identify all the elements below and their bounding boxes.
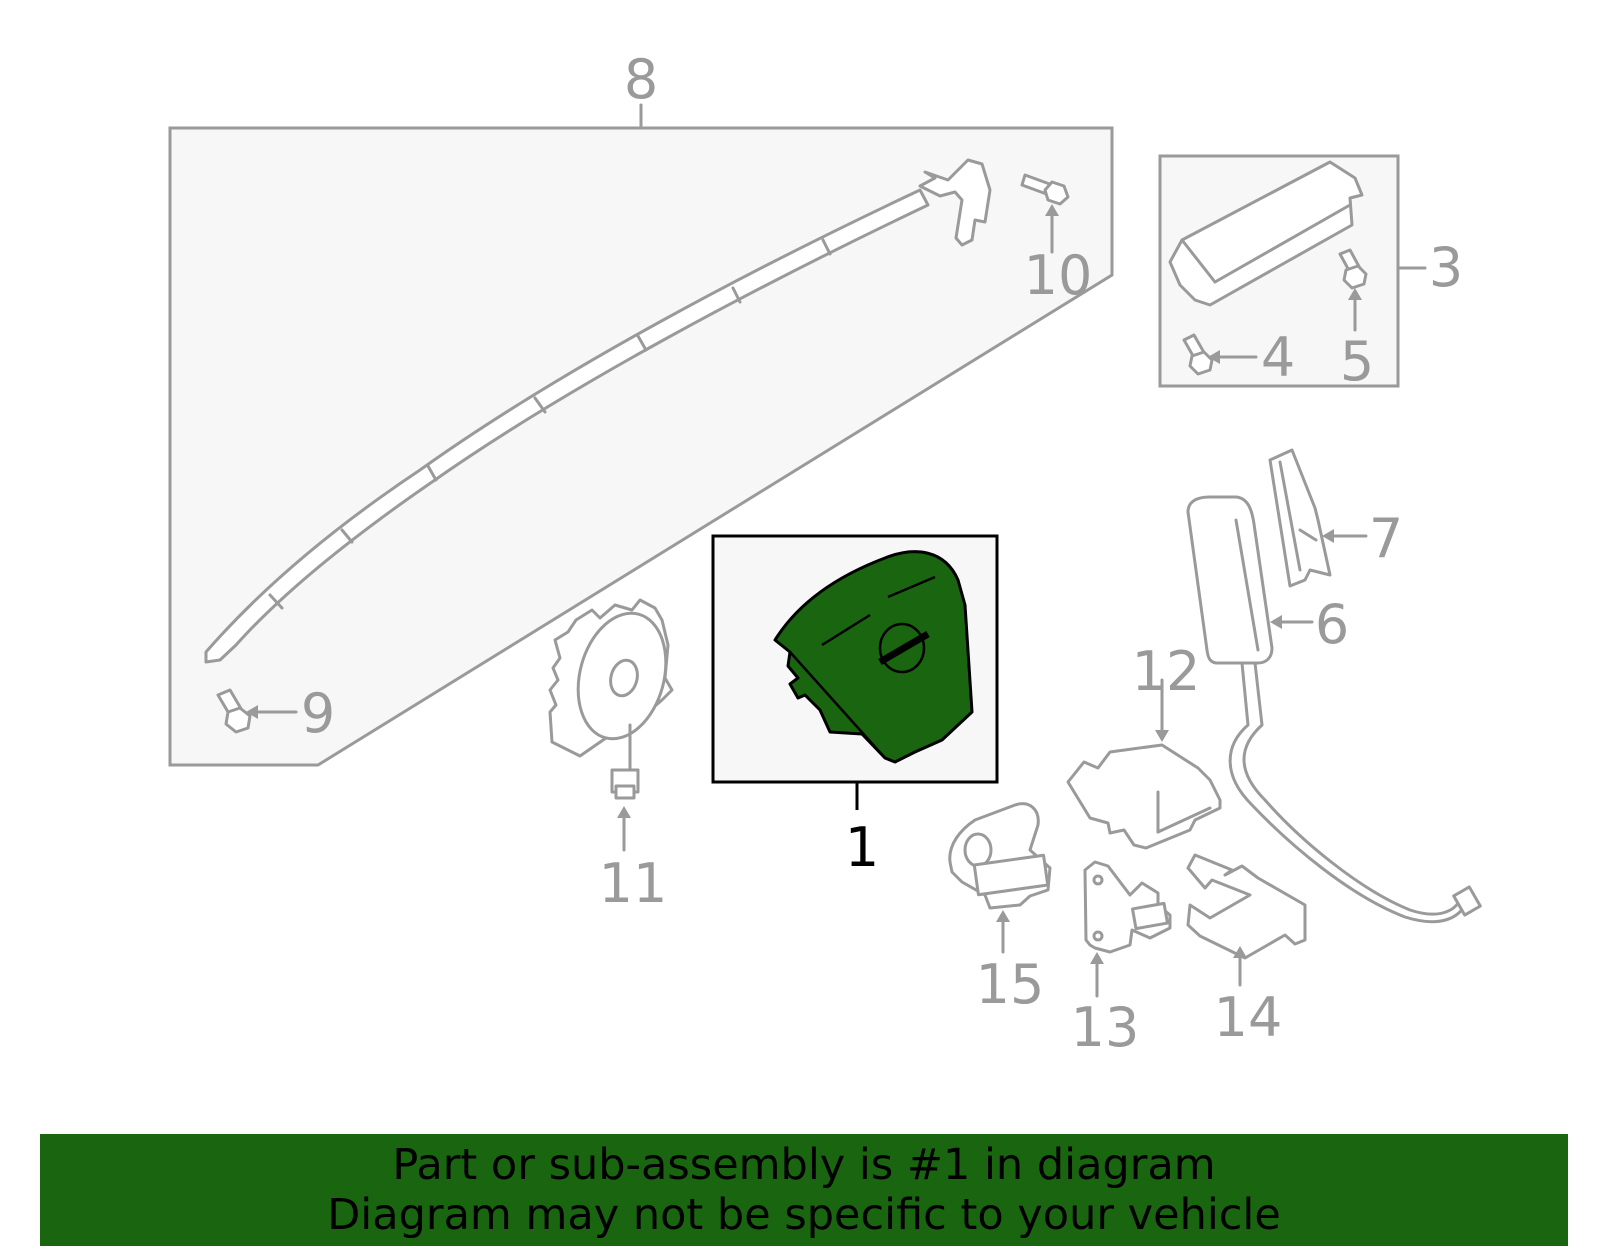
callout-5: 5	[1340, 330, 1374, 393]
part-6-side-airbag[interactable]: 6	[1186, 495, 1482, 924]
callout-12: 12	[1132, 640, 1201, 703]
callout-6: 6	[1315, 593, 1349, 656]
callout-3: 3	[1429, 236, 1463, 299]
driver-airbag-shape	[773, 550, 974, 764]
callout-4: 4	[1261, 326, 1295, 389]
part-14-bracket[interactable]: 14	[1186, 853, 1307, 1049]
part-3-passenger-airbag-group[interactable]: 3 5 4	[1158, 154, 1463, 393]
banner-line-2: Diagram may not be specific to your vehi…	[327, 1190, 1281, 1240]
callout-10: 10	[1024, 244, 1093, 307]
part-12-control-module[interactable]: 12	[1066, 640, 1222, 850]
part-15-impact-sensor[interactable]: 15	[948, 802, 1052, 1016]
callout-13: 13	[1071, 996, 1140, 1059]
part-11-clock-spring[interactable]: 11	[548, 598, 679, 915]
bolt-9[interactable]	[216, 688, 298, 734]
bolt-4[interactable]	[1182, 333, 1258, 376]
callout-8: 8	[624, 48, 658, 111]
bolt-10[interactable]	[1020, 173, 1070, 254]
part-1-driver-airbag[interactable]: 1	[711, 534, 999, 879]
callout-1: 1	[845, 816, 879, 879]
parts-diagram: 8 10 9 3	[168, 48, 1482, 1059]
part-13-sensor[interactable]: 13	[1071, 860, 1172, 1059]
part-8-curtain-airbag-group[interactable]: 8 10 9	[168, 48, 1114, 767]
callout-7: 7	[1369, 507, 1403, 570]
callout-11: 11	[599, 852, 668, 915]
part-7-bracket[interactable]: 7	[1268, 448, 1403, 588]
banner-line-1: Part or sub-assembly is #1 in diagram	[392, 1140, 1216, 1190]
callout-15: 15	[976, 953, 1045, 1016]
info-banner: Part or sub-assembly is #1 in diagram Di…	[40, 1134, 1568, 1246]
airbag-emblem-icon	[878, 622, 926, 674]
bolt-5[interactable]	[1338, 248, 1368, 332]
callout-14: 14	[1214, 986, 1283, 1049]
callout-9: 9	[301, 682, 335, 745]
